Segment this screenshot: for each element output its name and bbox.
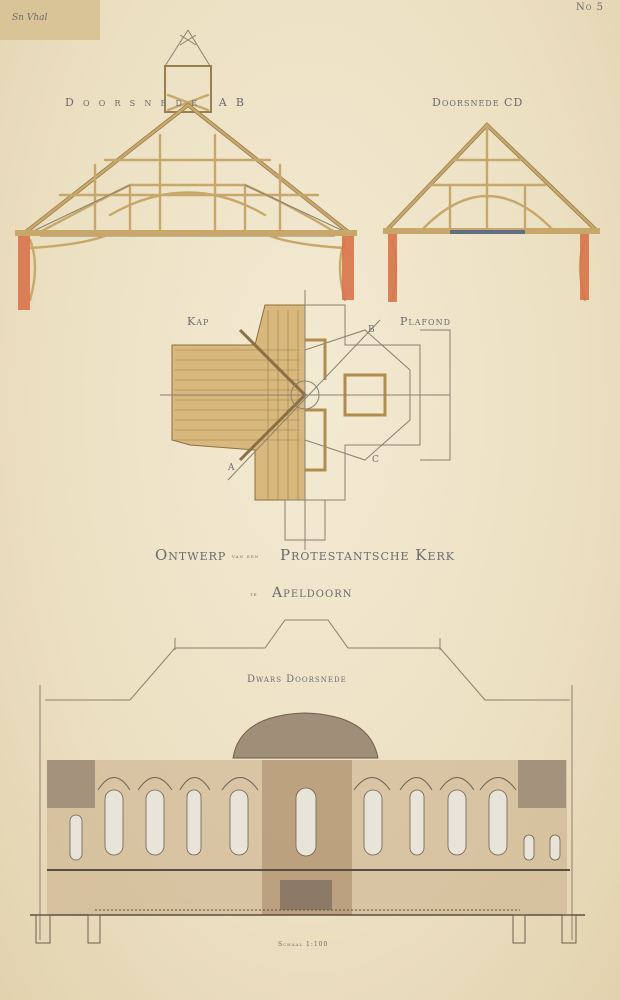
plan-mark-c: C (372, 455, 380, 465)
section-cd-label: Doorsnede CD (432, 96, 523, 109)
title-ontwerp: Ontwerp (155, 546, 226, 564)
title-te: te (250, 591, 258, 598)
scale-label: Schaal 1:100 (278, 941, 328, 948)
label-tag-text: Sn Vhal (12, 13, 47, 23)
title-kerk: Protestantsche Kerk (280, 546, 455, 564)
plan-ceiling-label: Plafond (400, 315, 451, 328)
roof-section-ab (15, 29, 357, 310)
sheet-number: No 5 (576, 2, 604, 13)
roof-and-ceiling-plan (160, 290, 451, 550)
cross-section-label: Dwars Doorsnede (247, 674, 347, 685)
plan-roof-label: Kap (187, 315, 209, 328)
title-van-een: van een (231, 553, 259, 560)
plan-mark-b: B (368, 325, 376, 335)
cross-section (30, 619, 585, 944)
section-ab-label: Doorsnede AB (65, 96, 245, 109)
paper-label-tag (0, 0, 100, 40)
plan-mark-a: A (227, 463, 236, 473)
roof-section-cd (383, 122, 600, 302)
title-apeldoorn: Apeldoorn (271, 585, 352, 601)
